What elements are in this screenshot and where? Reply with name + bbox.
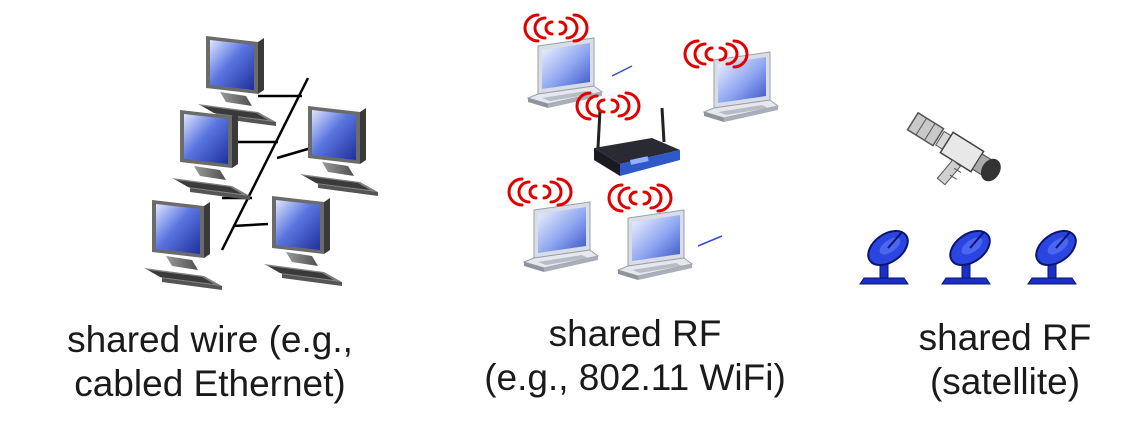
- laptop-icon: [703, 51, 779, 123]
- satellite-dish-icon: [859, 222, 916, 285]
- caption-line: shared wire (e.g.,: [67, 319, 353, 360]
- caption-line: (satellite): [929, 361, 1081, 402]
- wifi-panel: [507, 13, 779, 281]
- laptop-icon: [617, 209, 693, 281]
- wireless-router-icon: [594, 107, 680, 176]
- desktop-computer-icon: [300, 106, 378, 196]
- desktop-computer-icon: [264, 196, 342, 286]
- satellite-caption: shared RF (satellite): [880, 316, 1130, 404]
- satellite-icon: [906, 111, 1001, 186]
- satellite-dish-icon: [1027, 222, 1084, 285]
- signal-lines: [611, 65, 723, 247]
- wifi-caption: shared RF (e.g., 802.11 WiFi): [440, 312, 830, 400]
- satellite-dish-icon: [941, 222, 998, 285]
- shared-wire-caption: shared wire (e.g., cabled Ethernet): [20, 318, 400, 406]
- shared-wire-panel: [144, 36, 378, 290]
- caption-line: shared RF: [918, 317, 1092, 358]
- desktop-computer-icon: [198, 36, 276, 126]
- caption-line: cabled Ethernet): [74, 363, 346, 404]
- desktop-computer-icon: [172, 110, 250, 200]
- caption-line: shared RF: [548, 313, 722, 354]
- satellite-panel: [859, 111, 1084, 285]
- caption-line: (e.g., 802.11 WiFi): [484, 357, 786, 398]
- desktop-computer-icon: [144, 200, 222, 290]
- laptop-icon: [523, 201, 599, 273]
